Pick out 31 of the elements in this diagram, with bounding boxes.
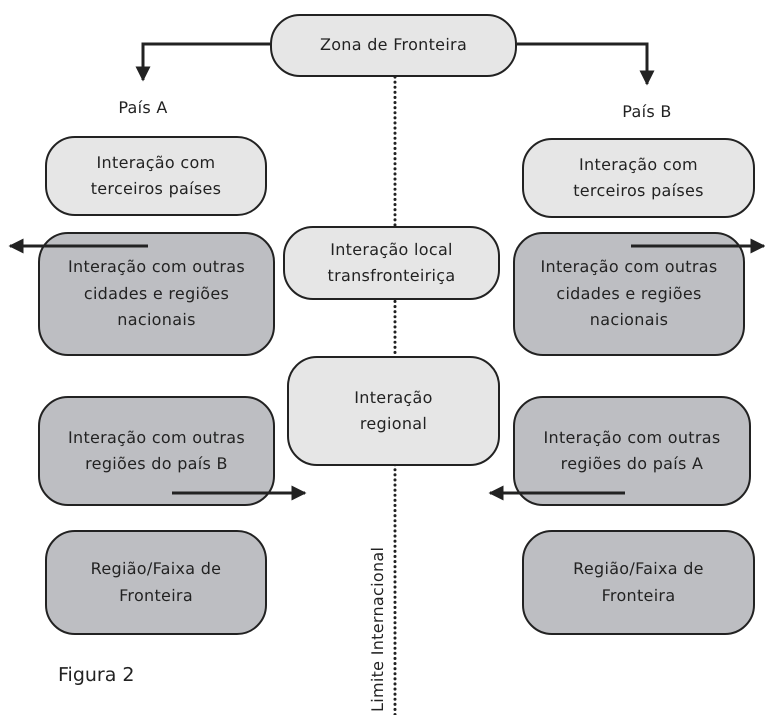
arrow	[488, 486, 625, 500]
rounded-box	[513, 396, 751, 506]
rounded-box	[45, 136, 267, 216]
figure-caption: Figura 2	[58, 664, 135, 686]
rounded-box	[522, 138, 755, 218]
box-text: Interação regional	[353, 386, 434, 435]
rounded-box	[287, 356, 500, 466]
rounded-box	[513, 232, 745, 356]
rounded-box	[270, 14, 517, 77]
box-text: Interação com outras regiões do país A	[542, 426, 722, 475]
box-text: Interação com outras regiões do país B	[66, 426, 246, 475]
box-text: Interação com terceiros países	[90, 152, 222, 200]
arrow	[136, 42, 270, 82]
rounded-box	[522, 530, 755, 635]
country-label: País A	[118, 96, 168, 119]
box-text: Região/Faixa de Fronteira	[572, 558, 705, 606]
rounded-box	[38, 396, 275, 506]
arrow	[517, 42, 654, 86]
rounded-box	[283, 226, 500, 300]
arrow	[631, 238, 765, 254]
arrow	[8, 238, 148, 254]
box-text: Interação com terceiros países	[572, 154, 705, 202]
rounded-box	[45, 530, 267, 635]
box-text: Região/Faixa de Fronteira	[90, 558, 222, 606]
country-label: País B	[622, 100, 672, 123]
rounded-box	[38, 232, 275, 356]
box-text: Zona de Fronteira	[320, 34, 468, 56]
box-text: Interação com outras cidades e regiões nacionais	[66, 256, 246, 332]
box-text: Interação com outras cidades e regiões nacionais	[539, 256, 718, 332]
arrow	[172, 486, 306, 500]
box-text: Interação local transfronteiriça	[326, 238, 456, 287]
